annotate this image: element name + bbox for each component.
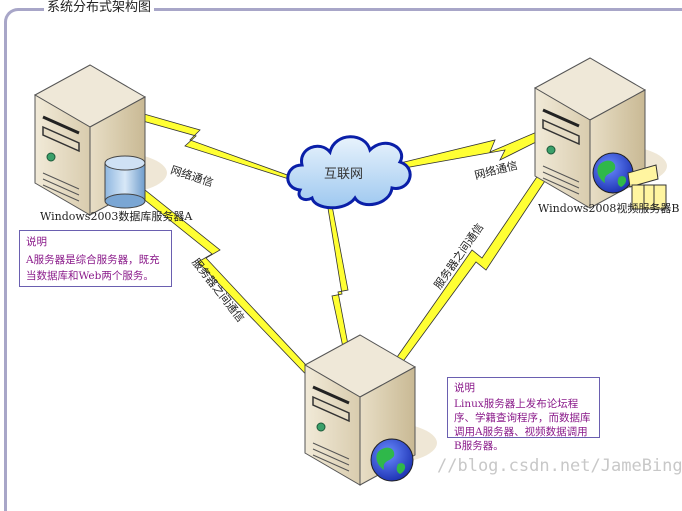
note-a-text: A服务器是综合服务器，既充当数据库和Web两个服务。 [26, 254, 160, 282]
server-c [303, 333, 439, 487]
note-c-text: Linux服务器上发布论坛程序、学籍查询程序，而数据库调用A服务器、视频数据调用… [454, 398, 591, 452]
server-b-label: Windows2008视频服务器B [538, 202, 680, 215]
server-b [533, 56, 669, 210]
internet-label: 互联网 [324, 167, 364, 182]
diagram-frame [4, 8, 682, 511]
database-icon [104, 155, 146, 209]
note-c-title: 说明 [454, 382, 475, 394]
note-server-a: 说明 A服务器是综合服务器，既充当数据库和Web两个服务。 [19, 230, 172, 287]
diagram-title: 系统分布式架构图 [44, 0, 155, 16]
film-icon [627, 164, 667, 210]
note-a-title: 说明 [26, 236, 47, 248]
note-server-c: 说明 Linux服务器上发布论坛程序、学籍查询程序，而数据库调用A服务器、视频数… [447, 377, 600, 452]
globe-icon [370, 438, 414, 482]
globe-icon [592, 152, 634, 194]
diagram-canvas [33, 56, 669, 487]
watermark: //blog.csdn.net/JameBing [437, 456, 682, 476]
server-a [33, 63, 169, 217]
server-a-label: Windows2003数据库服务器A [40, 210, 193, 223]
internet-cloud [286, 135, 412, 210]
